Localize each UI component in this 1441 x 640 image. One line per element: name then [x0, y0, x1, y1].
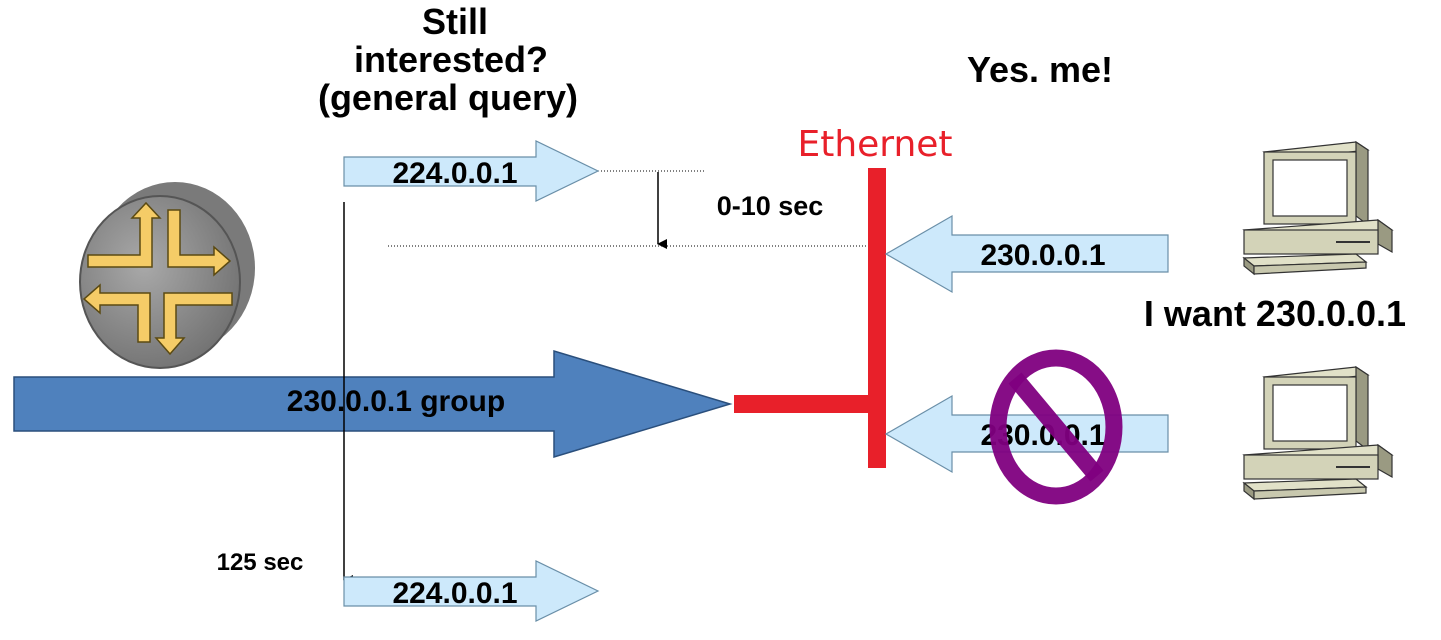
computer-icon [1242, 140, 1394, 276]
host-computer-bottom [1242, 365, 1394, 501]
reply-text: Yes. me! [967, 49, 1113, 90]
query-arrow-top-label: 224.0.0.1 [392, 157, 517, 190]
delay-label: 0-10 sec [717, 191, 824, 221]
host-want-label: I want 230.0.0.1 [1144, 293, 1406, 334]
query-arrow-bottom-label: 224.0.0.1 [392, 577, 517, 610]
blocked-arrow: 230.0.0.1 [884, 394, 1169, 474]
group-flow-arrow: 230.0.0.1 group [13, 349, 733, 459]
report-arrow: 230.0.0.1 [884, 214, 1169, 294]
query-title-line-2: interested? [354, 39, 548, 80]
query-title-line-3: (general query) [318, 77, 578, 118]
query-title: Still interested? (general query) [318, 1, 578, 118]
query-arrow-bottom: 224.0.0.1 [343, 560, 600, 622]
query-title-line-1: Still [422, 1, 488, 42]
group-flow-label: 230.0.0.1 group [287, 385, 505, 418]
ethernet-label: Ethernet [797, 124, 952, 165]
report-arrow-label: 230.0.0.1 [980, 239, 1105, 272]
interval-label: 125 sec [217, 549, 304, 576]
computer-icon [1242, 365, 1394, 501]
query-arrow-top: 224.0.0.1 [343, 140, 600, 202]
prohibited-icon [989, 349, 1123, 505]
ethernet-segment [734, 168, 886, 468]
router-icon [79, 182, 255, 369]
host-computer-top [1242, 140, 1394, 276]
